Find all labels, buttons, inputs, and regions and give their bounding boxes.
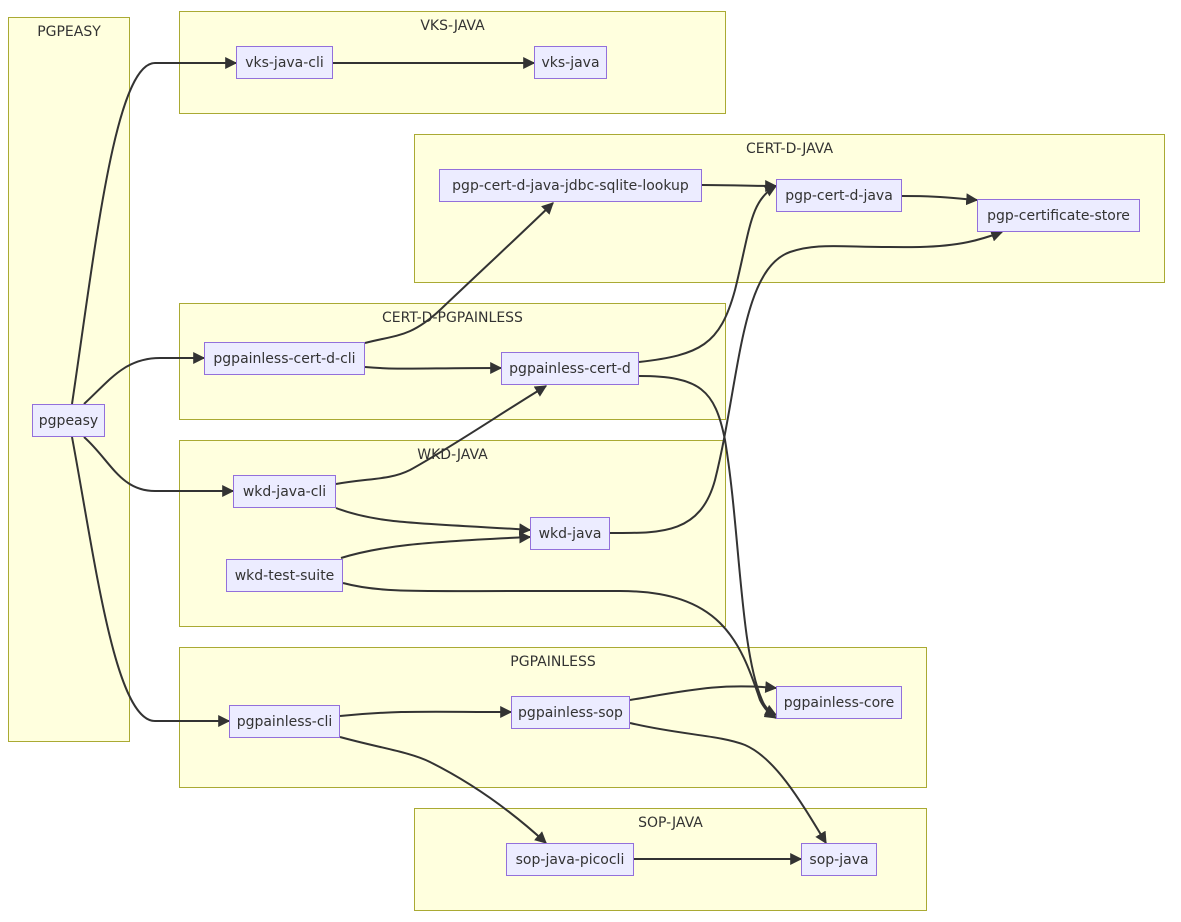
edge-wkd-java-cli-to-pgpainless-cert-d [335, 385, 548, 485]
edge-pgpainless-cert-d-cli-to-jdbc-sqlite-lookup [364, 202, 554, 344]
node-sop-java[interactable]: sop-java [801, 843, 877, 876]
edge-pgpeasy-to-pgpainless-cert-d-cli [83, 352, 206, 405]
edge-wkd-test-suite-to-pgpainless-core [342, 582, 777, 719]
edge-pgpeasy-to-vks-java-cli [71, 57, 238, 405]
node-wkd-java[interactable]: wkd-java [530, 517, 610, 550]
edge-pgpainless-sop-to-pgpainless-core [629, 681, 778, 701]
node-wkd-java-cli[interactable]: wkd-java-cli [233, 475, 336, 508]
node-pgpainless-cli[interactable]: pgpainless-cli [229, 705, 340, 738]
edge-wkd-java-cli-to-wkd-java [335, 507, 532, 536]
node-pgpainless-cert-d-cli[interactable]: pgpainless-cert-d-cli [204, 342, 365, 375]
edge-wkd-test-suite-to-wkd-java [340, 531, 532, 559]
edge-pgpainless-cli-to-pgpainless-sop [339, 705, 513, 718]
edge-pgpainless-cert-d-to-pgpainless-core [638, 375, 778, 716]
node-pgpainless-sop[interactable]: pgpainless-sop [511, 696, 630, 729]
node-pgp-certificate-store[interactable]: pgp-certificate-store [977, 199, 1140, 232]
node-vks-java[interactable]: vks-java [534, 46, 607, 79]
edge-wkd-java-to-pgp-certificate-store [609, 230, 1004, 535]
cluster-label-sop-java: SOP-JAVA [638, 815, 703, 831]
node-pgp-cert-d-java-jdbc-sqlite-lookup[interactable]: pgp-cert-d-java-jdbc-sqlite-lookup [439, 169, 702, 202]
edge-pgpainless-cert-d-cli-to-pgpainless-cert-d [364, 362, 503, 375]
edge-pgpainless-cli-to-sop-java-picocli [339, 736, 547, 844]
node-pgp-cert-d-java[interactable]: pgp-cert-d-java [776, 179, 902, 212]
cluster-label-vks-java: VKS-JAVA [420, 18, 485, 34]
cluster-label-cert-d-pgpainless: CERT-D-PGPAINLESS [382, 310, 523, 326]
node-wkd-test-suite[interactable]: wkd-test-suite [226, 559, 343, 592]
edge-jdbc-sqlite-lookup-to-pgp-cert-d-java [701, 179, 778, 192]
edge-pgpeasy-to-pgpainless-cli [71, 436, 231, 727]
cluster-label-pgpainless: PGPAINLESS [510, 654, 596, 670]
node-pgpeasy[interactable]: pgpeasy [32, 404, 105, 437]
edge-pgpainless-sop-to-sop-java [629, 722, 827, 845]
cluster-label-cert-d-java: CERT-D-JAVA [745, 141, 834, 157]
edge-pgpeasy-to-wkd-java-cli [83, 436, 235, 497]
node-pgpainless-core[interactable]: pgpainless-core [776, 686, 902, 719]
cluster-label-pgpeasy: PGPEASY [37, 24, 101, 40]
node-vks-java-cli[interactable]: vks-java-cli [236, 46, 333, 79]
cluster-label-wkd-java: WKD-JAVA [417, 447, 488, 463]
edge-pgp-cert-d-java-to-pgp-certificate-store [901, 193, 979, 206]
node-pgpainless-cert-d[interactable]: pgpainless-cert-d [501, 352, 639, 385]
edge-pgpainless-cert-d-to-pgp-cert-d-java [638, 185, 778, 363]
node-sop-java-picocli[interactable]: sop-java-picocli [506, 843, 634, 876]
